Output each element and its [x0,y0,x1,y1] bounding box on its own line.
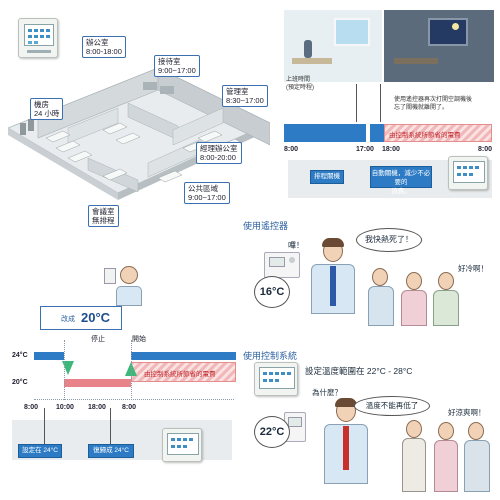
daytime-scene [284,10,382,82]
y-label-20: 20°C [12,379,28,386]
note-work-hours: 上班時間(預定時程) [286,77,314,91]
x-time-800-next: 8:00 [122,404,137,411]
note-forgot-off: 使用遙控器再次打開空調機後忘了關機就離開了。 [394,97,473,111]
schedule-off-button: 排程關機 [310,170,344,184]
range-text: 設定溫度範圍在 22°C - 28°C [305,366,413,376]
why-text: 為什麼？ [312,388,342,397]
comfy-text: 好涼爽啊！ [448,408,486,417]
speech-cannot-lower: 溫度不能再低了 [354,396,430,416]
set-24-button: 設定在 24°C [18,444,62,458]
scenario-panel: 上班時間(預定時程) 使用遙控器再次打開空調機後忘了關機就離開了。 由控制系統所… [284,10,494,200]
temp-24-bar-after [131,352,236,360]
person-adjusting-thermostat [104,266,148,306]
auto-off-button: 自動關機，減少不必要的浪費。 [370,166,432,195]
cold-women-illustration [368,268,488,330]
temp-20-bar [64,379,131,387]
cold-text: 好冷啊！ [458,264,488,273]
saved-cost-bar: 由控制系統所節省的電費 [384,124,492,142]
room-label-meeting: 會議室無排程 [88,205,119,227]
floor-plan-drawing [6,67,272,200]
x-time-800: 8:00 [24,404,39,411]
remote-controller [264,252,300,278]
speech-hot: 我快熱死了！ [356,228,422,252]
y-label-24: 24°C [12,352,28,359]
man-frustrated-illustration [318,398,378,498]
exclaim-text: 嗶！ [288,241,304,250]
changed-callout: 改成 20°C [40,306,122,330]
down-arrow [62,361,74,375]
time-end: 8:00 [478,146,493,153]
remote-section-title: 使用遙控器 [243,221,289,231]
timeline-work-bar [284,124,366,142]
changed-label: 改成 [61,316,75,323]
controller-thumbnail-2 [448,156,488,190]
time-18: 18:00 [382,146,400,153]
controller-screen [24,24,54,46]
restore-24-button: 復歸成 24°C [88,444,134,458]
timeline-after-bar [370,124,384,142]
changed-temp: 20°C [81,310,111,325]
x-time-1000: 10:00 [56,404,74,411]
temp-24-bar-morning [34,352,64,360]
comfortable-people-illustration [400,420,496,496]
time-17: 17:00 [356,146,374,153]
man-on-phone-illustration [305,236,365,336]
label-start: 開始 [132,336,146,343]
label-stop: 停止 [91,336,105,343]
controller-thumbnail [18,18,58,58]
control-section-title: 使用控制系統 [243,351,298,361]
saved-cost-zone: 由控制系統所節省的電費 [131,362,236,382]
controller-thumbnail-4 [254,362,298,396]
time-start: 8:00 [284,146,299,153]
remote-temp-circle: 16°C [254,276,290,308]
night-scene [384,10,494,82]
controller-thumbnail-3 [162,428,202,462]
control-temp-circle: 22°C [254,416,290,448]
x-time-1800: 18:00 [88,404,106,411]
